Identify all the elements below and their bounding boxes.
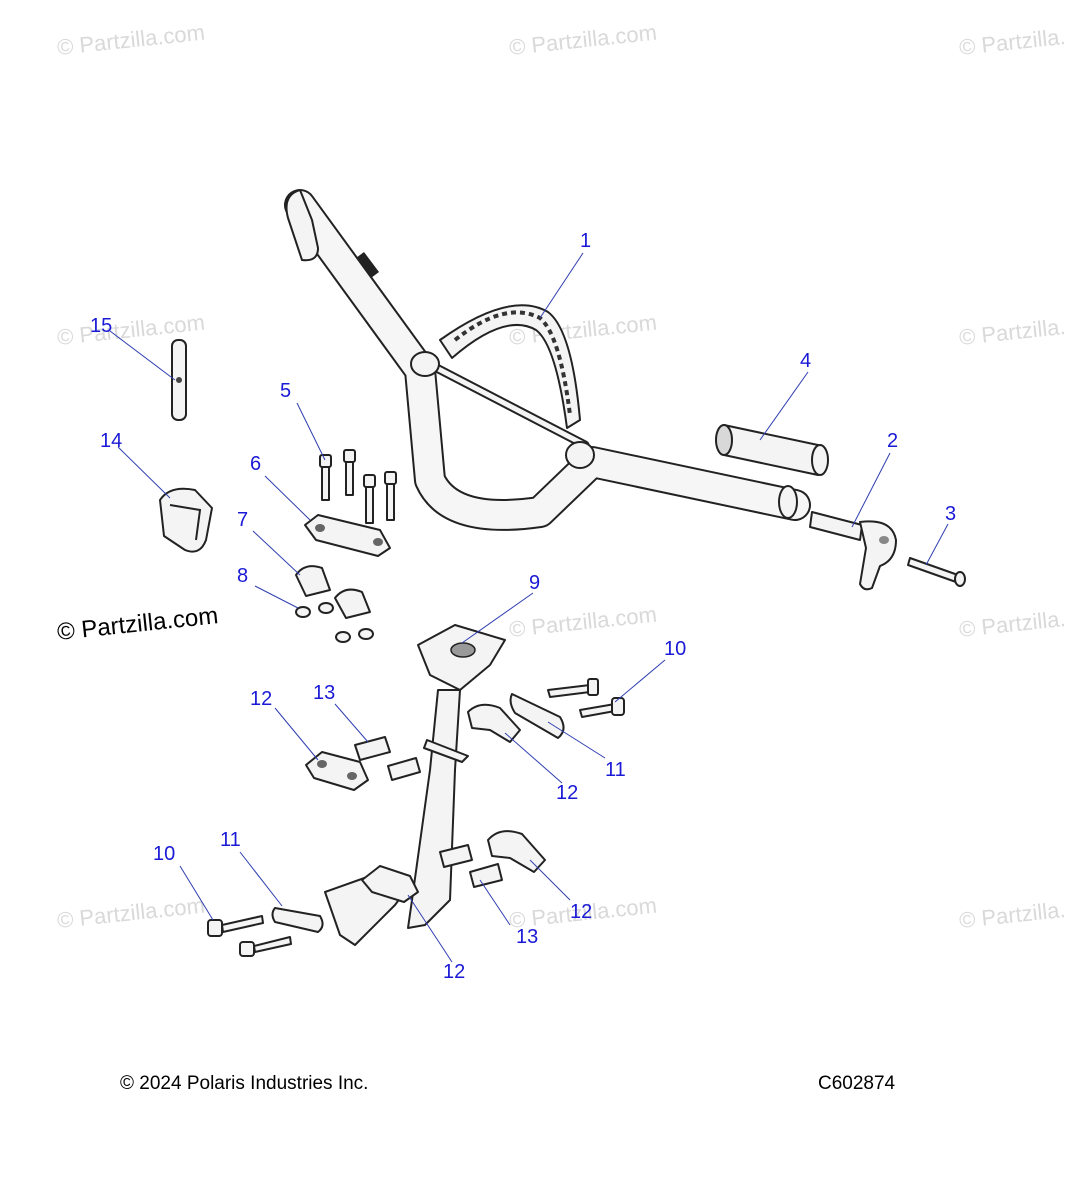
watermark: © Partzilla.com (508, 602, 658, 642)
callout-11-left: 11 (220, 829, 241, 851)
plate-left (271, 907, 324, 933)
callout-13-upper: 13 (313, 682, 335, 704)
callout-1: 1 (580, 230, 591, 252)
diagram-code: C602874 (818, 1073, 896, 1094)
long-bolt (907, 557, 966, 587)
clamp-left (305, 751, 369, 791)
callout-9: 9 (529, 572, 540, 594)
callout-10-right: 10 (664, 638, 686, 660)
watermark: © Partzilla.com (958, 602, 1066, 642)
callout-2: 2 (887, 430, 898, 452)
watermark: © Partzilla.com (958, 310, 1066, 350)
callout-3: 3 (945, 503, 956, 525)
callouts: 1 2 3 4 5 6 7 8 9 10 11 12 12 13 10 11 1… (90, 230, 956, 983)
callout-7: 7 (237, 509, 248, 531)
bolts-left (207, 915, 292, 957)
upper-clamp (304, 514, 391, 557)
callout-12-left: 12 (250, 688, 272, 710)
watermark: © Partzilla.com (56, 20, 206, 60)
watermark: © Partzilla.com (958, 893, 1066, 933)
clamp-upper-right (467, 703, 521, 743)
callout-8: 8 (237, 565, 248, 587)
callout-6: 6 (250, 453, 261, 475)
nuts (295, 602, 374, 643)
copyright-text: © 2024 Polaris Industries Inc. (120, 1073, 369, 1094)
callout-4: 4 (800, 350, 811, 372)
leader-lines (109, 252, 949, 963)
watermark: © Partzilla.com (508, 20, 658, 60)
plate-right (509, 693, 565, 739)
watermark: © Partzilla.com (56, 893, 206, 933)
handlebar (284, 189, 811, 531)
callout-12-lower-right: 12 (570, 901, 592, 923)
clamp-bolts (319, 449, 397, 524)
watermark: © Partzilla.com (958, 20, 1066, 60)
lower-clamps (295, 565, 371, 619)
strap (171, 339, 187, 421)
callout-11-right: 11 (605, 759, 626, 781)
clamp-lower-center (361, 865, 419, 903)
throttle-lever (809, 511, 897, 591)
callout-12-lower-center: 12 (443, 961, 465, 983)
watermark-main: © Partzilla.com (56, 602, 220, 646)
bushings-upper (354, 736, 421, 781)
bolts-right (547, 678, 625, 718)
callout-13-lower: 13 (516, 926, 538, 948)
switch-cover (159, 487, 213, 553)
callout-14: 14 (100, 430, 122, 452)
bushings-lower (439, 844, 503, 888)
clamp-lower-right (487, 830, 546, 873)
callout-10-left: 10 (153, 843, 175, 865)
callout-15: 15 (90, 315, 112, 337)
callout-12-upper-right: 12 (556, 782, 578, 804)
callout-5: 5 (280, 380, 291, 402)
grip (715, 424, 829, 476)
